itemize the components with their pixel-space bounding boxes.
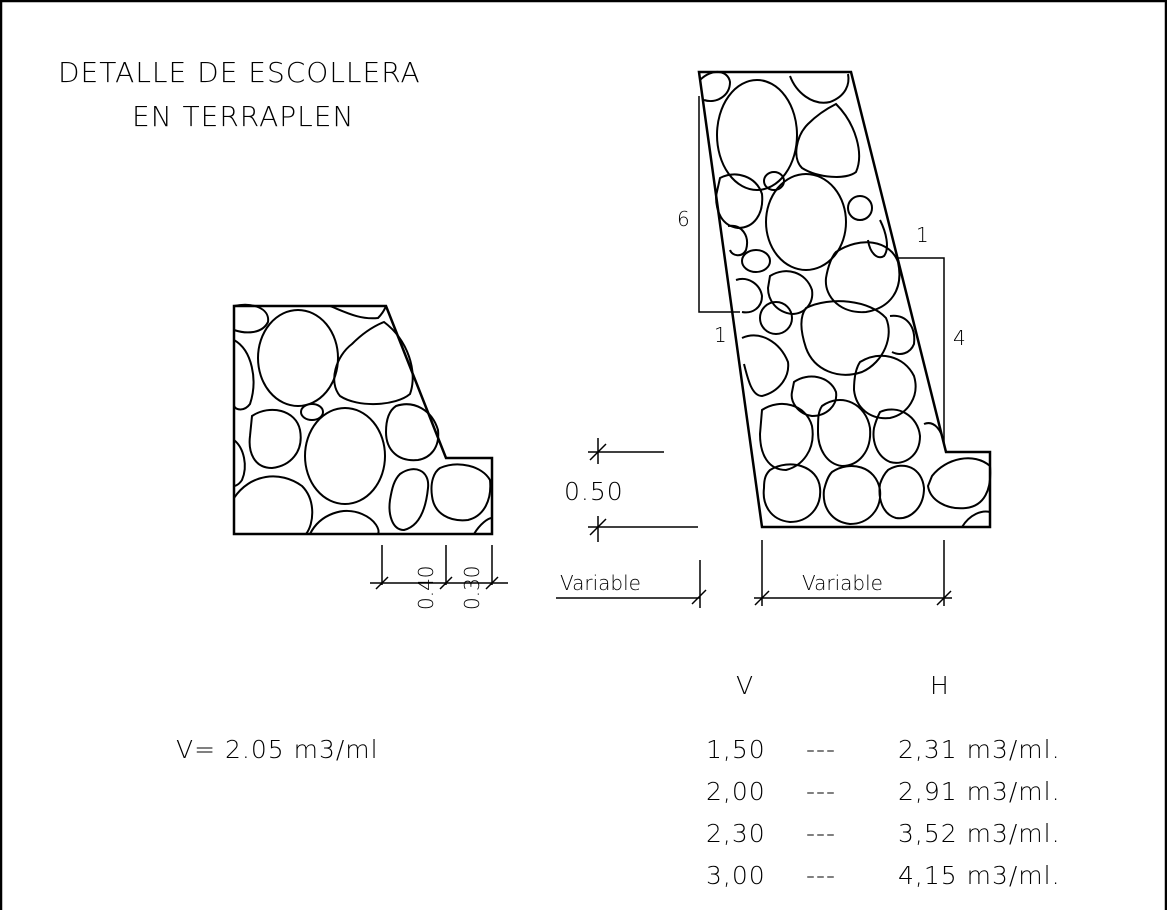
- table-row-v: 2,00: [706, 777, 766, 806]
- left-stones: [233, 303, 493, 535]
- base-height-dimension: 0.50: [564, 438, 698, 542]
- table-header-v: V: [736, 671, 754, 700]
- dim-base-height: 0.50: [564, 477, 624, 506]
- variable-width-dimensions: Variable Variable: [556, 540, 952, 608]
- dim-toe-040: 0.40: [414, 565, 438, 610]
- title-line-1: DETALLE DE ESCOLLERA: [58, 56, 421, 89]
- dim-toe-030: 0.30: [460, 565, 484, 610]
- table-header-h: H: [930, 671, 950, 700]
- table-row-v: 1,50: [706, 735, 766, 764]
- table-row-v: 3,00: [706, 861, 766, 890]
- table-row-v: 2,30: [706, 819, 766, 848]
- slope-inner-h: 1: [916, 223, 929, 247]
- right-section-outline: [697, 70, 992, 529]
- right-stones: [699, 71, 992, 528]
- table-row-h: 2,91 m3/ml.: [898, 777, 1061, 806]
- table-row-sep: ---: [806, 777, 836, 806]
- table-row-sep: ---: [806, 861, 836, 890]
- table-row-h: 4,15 m3/ml.: [898, 861, 1061, 890]
- table-row-h: 2,31 m3/ml.: [898, 735, 1061, 764]
- left-volume-label: V= 2.05 m3/ml: [176, 735, 379, 764]
- right-escollera-section: 6 1 1 4 0.50 Variable: [556, 70, 992, 608]
- table-row-h: 3,52 m3/ml.: [898, 819, 1061, 848]
- volume-table: V H 1,50 --- 2,31 m3/ml. 2,00 --- 2,91 m…: [706, 671, 1061, 890]
- dim-base-width: Variable: [802, 571, 883, 595]
- slope-outer-v: 6: [677, 207, 690, 231]
- slope-inner-v: 4: [953, 326, 966, 350]
- left-escollera-section: 0.40 0.30 V= 2.05 m3/ml: [176, 303, 508, 764]
- left-toe-dimensions: 0.40 0.30: [370, 545, 508, 610]
- slope-outer-h: 1: [714, 323, 727, 347]
- inner-slope-indicator: 1 4: [896, 223, 966, 444]
- dim-left-width: Variable: [560, 571, 641, 595]
- table-row-sep: ---: [806, 819, 836, 848]
- title-line-2: EN TERRAPLEN: [132, 100, 354, 133]
- outer-slope-indicator: 6 1: [677, 96, 740, 347]
- table-row-sep: ---: [806, 735, 836, 764]
